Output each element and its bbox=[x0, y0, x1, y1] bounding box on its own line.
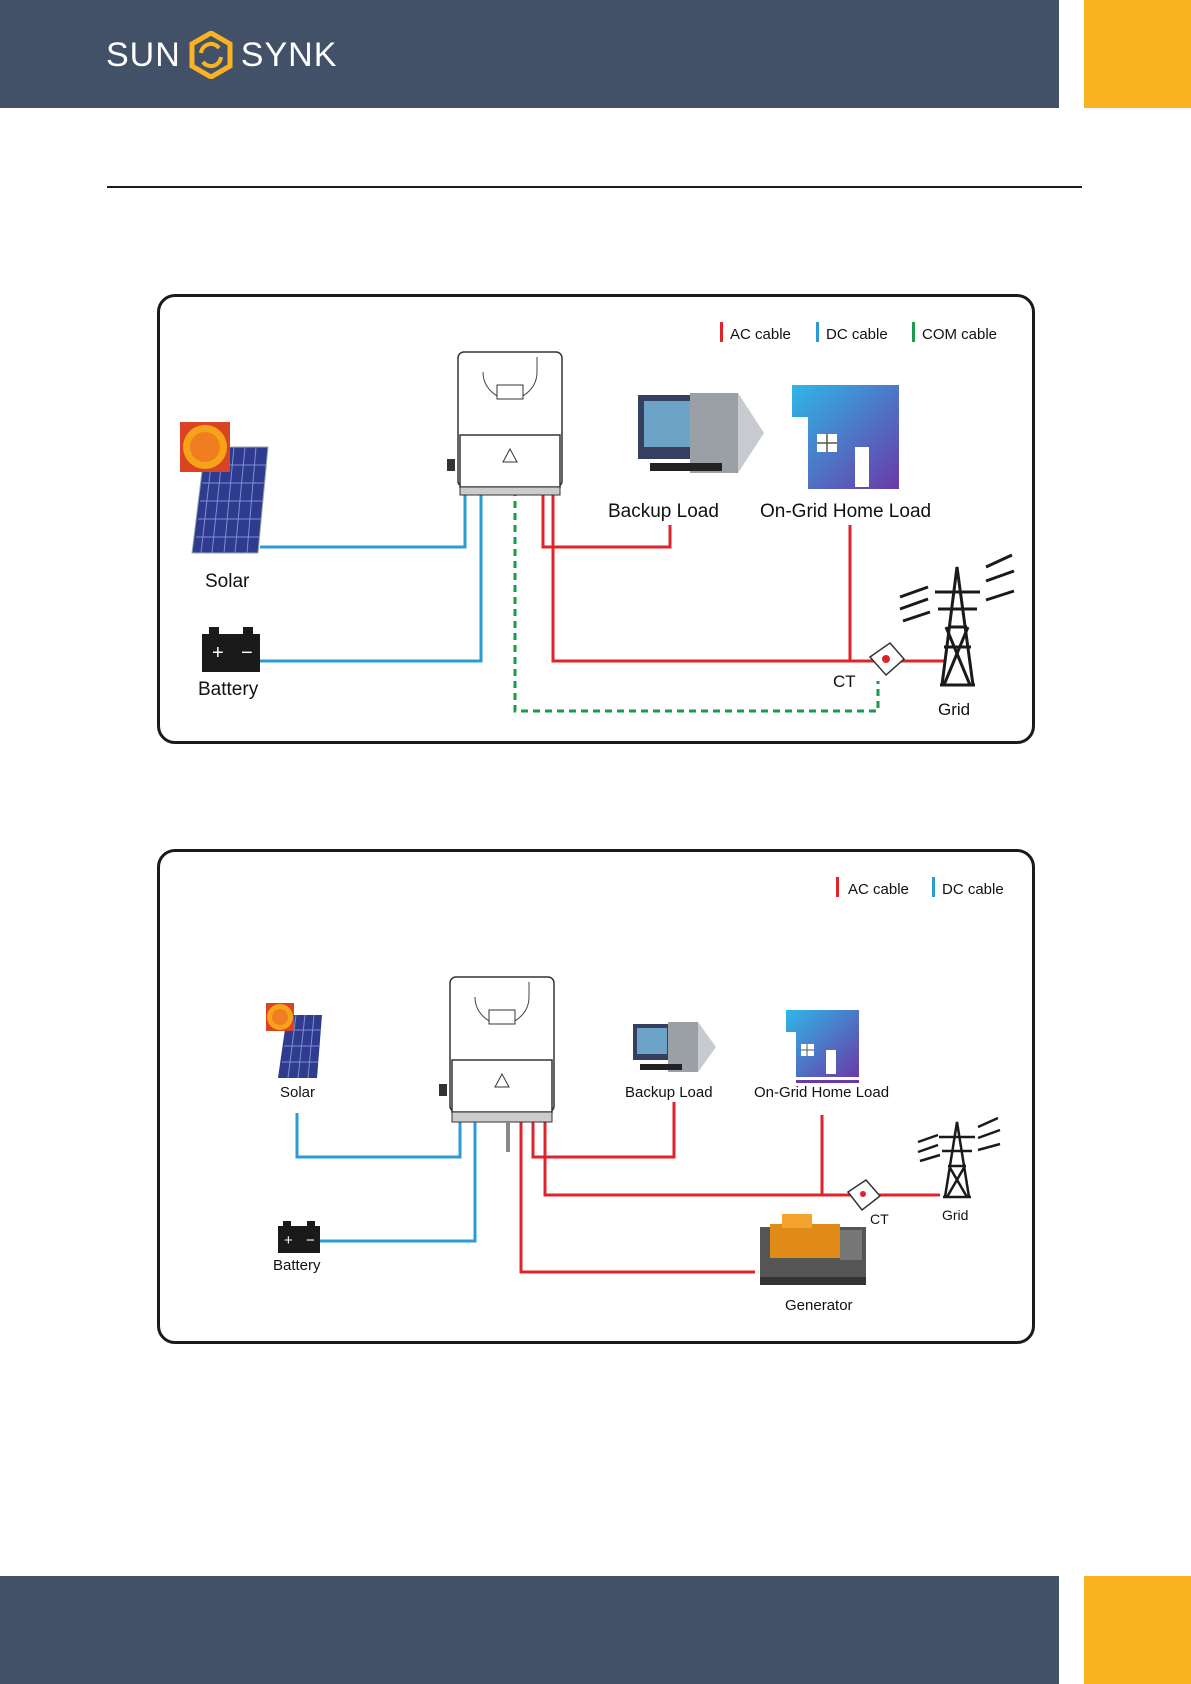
battery-label: Battery bbox=[273, 1257, 321, 1274]
sun-icon bbox=[266, 1003, 294, 1031]
generator-icon bbox=[760, 1214, 866, 1285]
power-tower-icon bbox=[900, 555, 1014, 685]
footer-accent bbox=[1084, 1576, 1191, 1684]
svg-text:+: + bbox=[284, 1232, 293, 1249]
backup-load-label: Backup Load bbox=[608, 501, 719, 522]
com-legend-label: COM cable bbox=[922, 326, 997, 343]
battery-label: Battery bbox=[198, 679, 259, 700]
backup-ac-cable bbox=[533, 1102, 674, 1157]
brand-left: SUN bbox=[106, 36, 181, 75]
brand-right: SYNK bbox=[241, 36, 338, 75]
computer-icon bbox=[638, 393, 764, 473]
ct-label: CT bbox=[833, 672, 856, 691]
power-tower-icon bbox=[918, 1118, 1000, 1197]
ct-label: CT bbox=[870, 1211, 889, 1227]
home-load-label: On-Grid Home Load bbox=[754, 1084, 889, 1101]
battery-icon: + − bbox=[278, 1221, 320, 1253]
backup-load-label: Backup Load bbox=[625, 1084, 713, 1101]
solar-label: Solar bbox=[280, 1084, 315, 1101]
solar-dc-cable bbox=[260, 489, 465, 547]
section-rule bbox=[107, 186, 1082, 188]
house-icon bbox=[792, 385, 899, 489]
dc-legend-swatch bbox=[816, 322, 819, 342]
svg-text:−: − bbox=[241, 642, 253, 664]
svg-text:+: + bbox=[212, 642, 224, 664]
sun-icon bbox=[180, 422, 230, 472]
ct-clamp-icon bbox=[848, 1180, 880, 1210]
header-accent bbox=[1084, 0, 1191, 108]
generator-label: Generator bbox=[785, 1297, 853, 1314]
inverter-icon bbox=[447, 352, 562, 495]
computer-icon bbox=[633, 1022, 716, 1072]
ct-com-cable bbox=[515, 489, 878, 711]
generator-ac-cable bbox=[521, 1122, 755, 1272]
grid-label: Grid bbox=[942, 1207, 968, 1223]
logo-icon bbox=[187, 31, 235, 79]
brand-logo: SUN SYNK bbox=[106, 30, 337, 80]
ac-legend-swatch bbox=[836, 877, 839, 897]
wiring-diagram-1: AC cable DC cable COM cable bbox=[157, 294, 1035, 744]
footer-bar bbox=[0, 1576, 1059, 1684]
ac-legend-swatch bbox=[720, 322, 723, 342]
ct-clamp-icon bbox=[870, 643, 904, 675]
legend: AC cable DC cable bbox=[836, 877, 1004, 898]
dc-legend-label: DC cable bbox=[826, 326, 888, 343]
solar-label: Solar bbox=[205, 571, 250, 592]
home-load-label: On-Grid Home Load bbox=[760, 501, 931, 522]
battery-dc-cable bbox=[260, 489, 481, 661]
battery-dc-cable bbox=[320, 1122, 475, 1241]
ac-legend-label: AC cable bbox=[730, 326, 791, 343]
legend: AC cable DC cable COM cable bbox=[720, 322, 997, 343]
ac-legend-label: AC cable bbox=[848, 881, 909, 898]
wiring-diagram-2: AC cable DC cable bbox=[157, 849, 1035, 1344]
inverter-icon bbox=[439, 977, 554, 1152]
com-legend-swatch bbox=[912, 322, 915, 342]
house-icon bbox=[786, 1010, 859, 1083]
svg-text:−: − bbox=[306, 1232, 315, 1249]
dc-legend-label: DC cable bbox=[942, 881, 1004, 898]
solar-dc-cable bbox=[297, 1113, 460, 1157]
grid-label: Grid bbox=[938, 700, 970, 719]
dc-legend-swatch bbox=[932, 877, 935, 897]
battery-icon: + − bbox=[202, 627, 260, 672]
